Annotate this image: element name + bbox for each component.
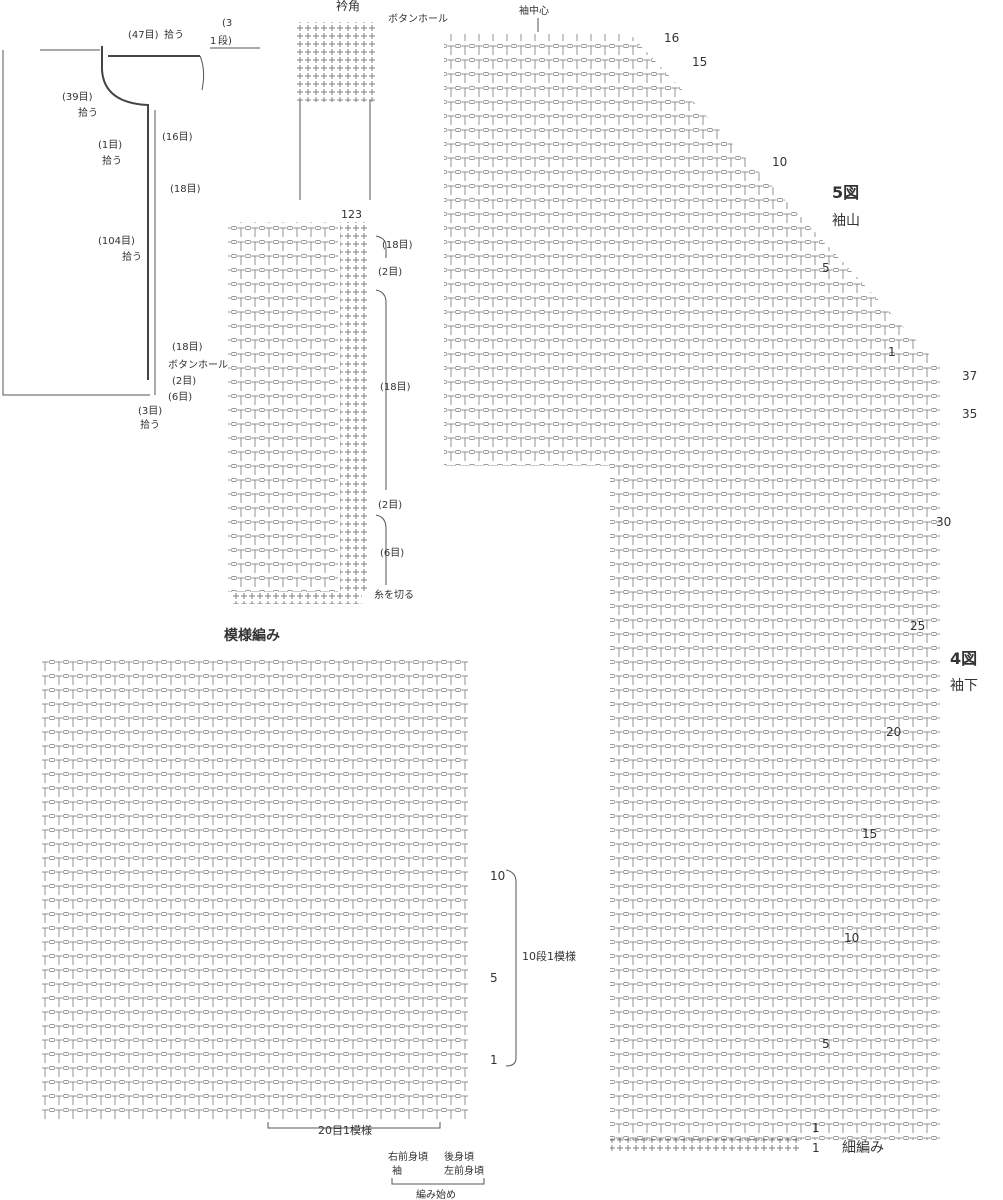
sleeve-chart: 袖中心 5図 袖山 4図 袖下 16 15 10 5 1 37 35 30 25… — [444, 4, 978, 1156]
band-buttonhole-label: ボタンホール — [388, 13, 448, 25]
band-bracket-2a: (2目) — [378, 267, 402, 278]
label-start: 編み始め — [416, 1188, 456, 1200]
label-pick-104: 拾う — [122, 250, 142, 263]
label-rows3: (3 — [222, 18, 232, 29]
top-row-1: 1 — [888, 345, 896, 359]
label-18-sts-a: (18目) — [170, 184, 201, 195]
label-16-sts: (16目) — [162, 132, 193, 143]
band-col-numbers: 123 — [341, 208, 362, 221]
under-row-15: 15 — [862, 827, 877, 841]
band-bracket-2b: (2目) — [378, 500, 402, 511]
label-2-sts: (2目) — [172, 376, 196, 387]
under-row-1b: 1 — [812, 1141, 820, 1155]
pattern-title: 模様編み — [224, 627, 280, 644]
label-6-sts: (6目) — [168, 392, 192, 403]
top-row-16: 16 — [664, 31, 679, 45]
edge-label-sc: 細編み — [842, 1140, 884, 1156]
label-sleeve: 袖 — [392, 1164, 402, 1177]
label-buttonhole: ボタンホール — [168, 359, 228, 371]
label-back: 後身頃 — [444, 1150, 474, 1163]
front-band-schematic: (47目) 拾う (3 段) 1 (39目) 拾う (1目) 拾う (16目) … — [2, 18, 260, 431]
sleeve-center-label: 袖中心 — [519, 4, 549, 17]
fig5-subtitle: 袖山 — [832, 213, 860, 229]
pattern-chart: 模様編み 10 5 1 10段1模様 20目1模様 右前身頃 袖 後身頃 左前身… — [42, 627, 576, 1200]
band-chart: 衿角 ボタンホール 123 (18目) (2目) (18目) (2目) (6目)… — [228, 0, 448, 604]
label-pick-3: 拾う — [140, 418, 160, 431]
pattern-row-10: 10 — [490, 869, 505, 883]
label-one: 1 — [210, 36, 216, 47]
label-pick-39: 拾う — [78, 106, 98, 119]
under-row-35: 35 — [962, 407, 977, 421]
under-row-20: 20 — [886, 725, 901, 739]
pattern-row-5: 5 — [490, 971, 498, 985]
pattern-repeat-rows: 10段1模様 — [522, 949, 576, 963]
pattern-repeat-sts: 20目1模様 — [318, 1123, 372, 1137]
label-right-front: 右前身頃 — [388, 1150, 428, 1163]
label-1-st: (1目) — [98, 140, 122, 151]
under-row-10: 10 — [844, 931, 859, 945]
band-bracket-6: (6目) — [380, 548, 404, 559]
fig4-subtitle: 袖下 — [950, 678, 978, 694]
label-pick-1: 拾う — [102, 154, 122, 167]
fig4-title: 4図 — [950, 649, 977, 668]
band-bracket-18a: (18目) — [382, 240, 413, 251]
fig5-title: 5図 — [832, 183, 859, 202]
label-47-sts: (47目) — [128, 30, 159, 41]
band-cut-yarn: 糸を切る — [374, 589, 414, 601]
band-bracket-18b: (18目) — [380, 382, 411, 393]
label-dan: 段) — [218, 34, 232, 47]
label-18-sts-b: (18目) — [172, 342, 203, 353]
under-row-30: 30 — [936, 515, 951, 529]
under-row-25: 25 — [910, 619, 925, 633]
pattern-row-1: 1 — [490, 1053, 498, 1067]
top-row-15: 15 — [692, 55, 707, 69]
label-39-sts: (39目) — [62, 92, 93, 103]
label-104-sts: (104目) — [98, 236, 135, 247]
label-pick-top: 拾う — [164, 28, 184, 41]
top-row-5: 5 — [822, 261, 830, 275]
band-chart-title: 衿角 — [336, 0, 360, 13]
top-row-10: 10 — [772, 155, 787, 169]
label-3-sts: (3目) — [138, 406, 162, 417]
under-row-37: 37 — [962, 369, 977, 383]
under-row-5: 5 — [822, 1037, 830, 1051]
label-left-front: 左前身頃 — [444, 1164, 484, 1177]
under-row-1a: 1 — [812, 1121, 820, 1135]
